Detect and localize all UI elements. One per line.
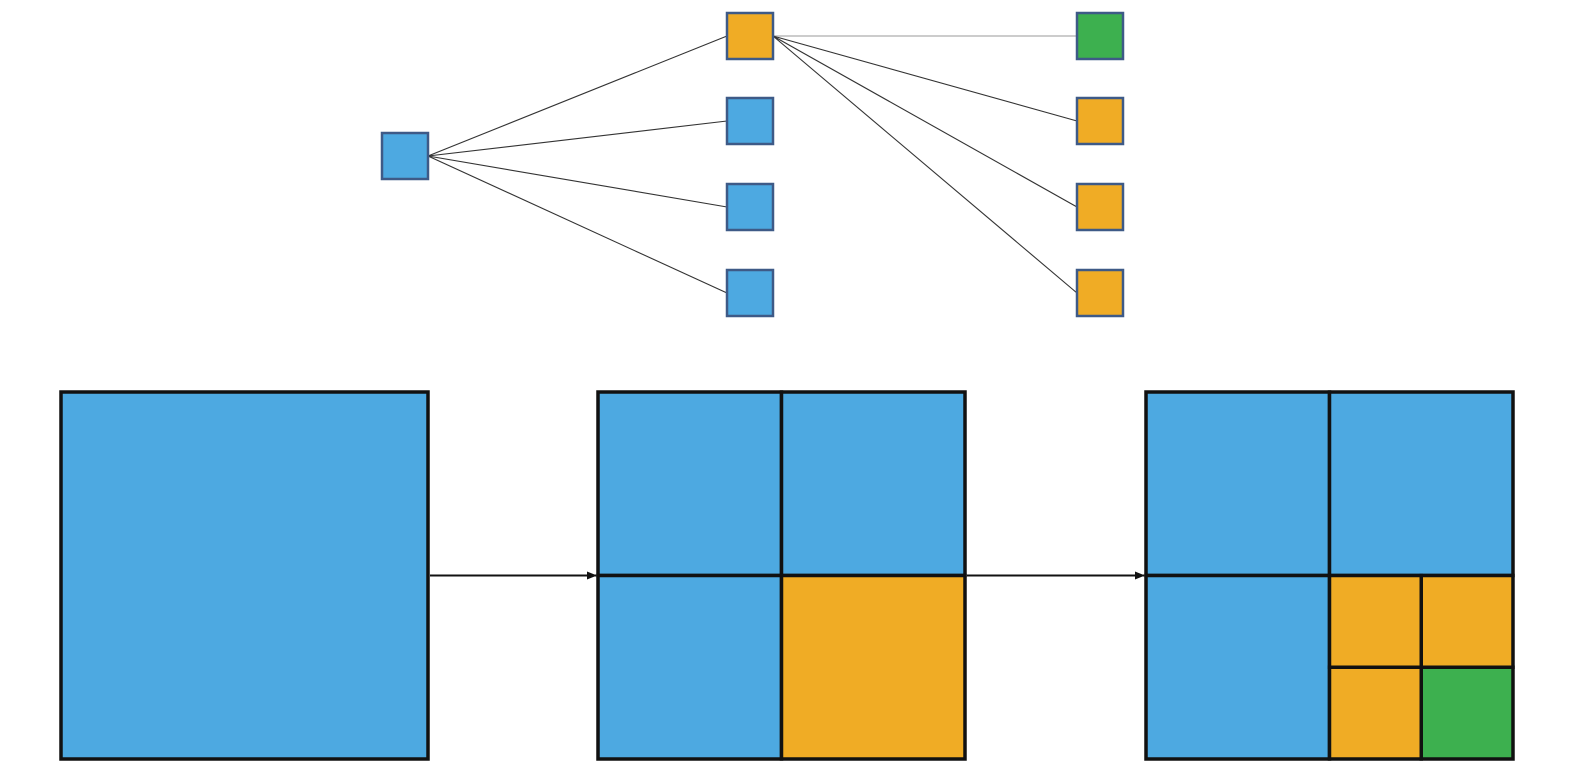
tree-node-q2 — [725, 182, 775, 232]
tree-node-q1 — [725, 96, 775, 146]
tree-node-q0-1 — [1075, 96, 1125, 146]
tree-node-q0-0 — [1075, 11, 1125, 61]
tree-edge-root-to-q3 — [427, 155, 728, 294]
tree-node-q0-3 — [1075, 268, 1125, 318]
stage-3-cell-d1-r0-c0 — [1144, 390, 1332, 578]
tree-edge-q0-to-q0-2 — [772, 35, 1078, 208]
tree-node-q3 — [725, 268, 775, 318]
tree-nodes — [380, 11, 1125, 318]
stage-2-cell-d1-r0-c0 — [596, 390, 784, 578]
stage-3-cell-d1-r1-c0 — [1144, 573, 1332, 761]
tree-edge-q0-to-q0-1 — [772, 35, 1078, 122]
stage-3-cell-d2-r3-c3 — [1419, 665, 1515, 761]
stage-2-cell-d1-r1-c0 — [596, 573, 784, 761]
stage-2-cell-d1-r1-c1 — [779, 573, 967, 761]
tree-node-q0-2 — [1075, 182, 1125, 232]
stage-3-grid — [1144, 390, 1515, 761]
tree-node-root — [380, 131, 430, 181]
tree-edges — [427, 35, 1078, 294]
tree-edge-root-to-q0 — [427, 35, 728, 157]
stage-2-cell-d1-r0-c1 — [779, 390, 967, 578]
stage-2-grid — [596, 390, 967, 761]
grid-stages — [59, 390, 1515, 761]
stage-1-grid — [59, 390, 430, 761]
tree-edge-root-to-q2 — [427, 155, 728, 208]
tree-edge-q0-to-q0-3 — [772, 35, 1078, 294]
stage-3-cell-d1-r0-c1 — [1327, 390, 1515, 578]
tree-edge-root-to-q1 — [427, 120, 728, 157]
tree-node-q0 — [725, 11, 775, 61]
stage-3-cell-d2-r2-c3 — [1419, 573, 1515, 669]
stage-3-cell-d2-r2-c2 — [1327, 573, 1423, 669]
stage-3-cell-d2-r3-c2 — [1327, 665, 1423, 761]
stage-1-cell-d0-r0-c0 — [59, 390, 430, 761]
